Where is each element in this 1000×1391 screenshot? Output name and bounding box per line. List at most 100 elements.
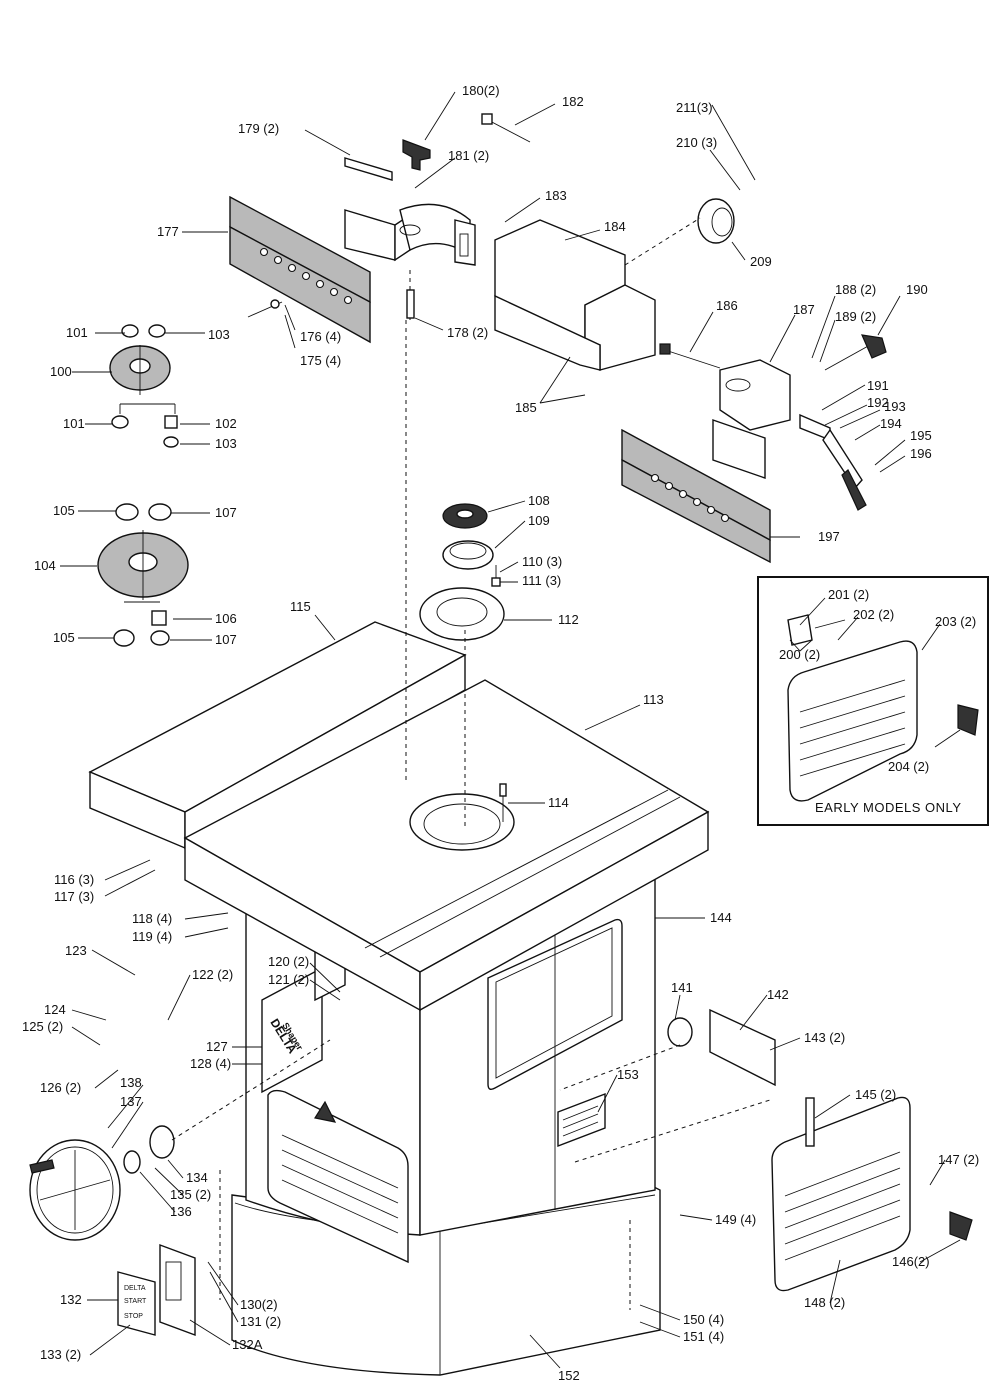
part-label: 107 xyxy=(215,632,237,647)
part-label: 209 xyxy=(750,254,772,269)
part-label: 136 xyxy=(170,1204,192,1219)
part-label: 184 xyxy=(604,219,626,234)
early-models-inset: EARLY MODELS ONLY xyxy=(757,576,989,826)
part-label: 132 xyxy=(60,1292,82,1307)
part-label: 103 xyxy=(215,436,237,451)
part-label: 195 xyxy=(910,428,932,443)
part-label: 150 (4) xyxy=(683,1312,724,1327)
part-label: 192 xyxy=(867,395,889,410)
side-door-louvers xyxy=(784,1151,901,1261)
part-label: 180(2) xyxy=(462,83,500,98)
part-label: 211(3) xyxy=(676,100,713,115)
part-label: 105 xyxy=(53,630,75,645)
part-label: 107 xyxy=(215,505,237,520)
switch-brand: DELTA xyxy=(124,1285,146,1292)
part-label: 122 (2) xyxy=(192,967,233,982)
part-label: 186 xyxy=(716,298,738,313)
side-panel-and-door xyxy=(667,1008,973,1292)
part-label: 181 (2) xyxy=(448,148,489,163)
part-label: 188 (2) xyxy=(835,282,876,297)
part-label: 138 xyxy=(120,1075,142,1090)
part-label: 126 (2) xyxy=(40,1080,81,1095)
part-label: 144 xyxy=(710,910,732,925)
part-label: 114 xyxy=(548,795,569,810)
collar-set-small xyxy=(109,324,179,448)
part-label: 145 (2) xyxy=(855,1087,896,1102)
part-label: 133 (2) xyxy=(40,1347,81,1362)
part-label: 103 xyxy=(208,327,230,342)
cabinet-base: DELTA Shaper xyxy=(231,858,661,1376)
left-fence-assembly xyxy=(229,113,531,344)
part-label: 194 xyxy=(880,416,902,431)
collar-set-large xyxy=(97,503,189,647)
part-label: 110 (3) xyxy=(522,554,562,569)
part-label: 115 xyxy=(290,599,311,614)
part-label: 202 (2) xyxy=(853,607,894,622)
part-label: 143 (2) xyxy=(804,1030,845,1045)
part-label: 204 (2) xyxy=(888,759,929,774)
part-label: 191 xyxy=(867,378,889,393)
part-label: 142 xyxy=(767,987,789,1002)
part-label: 100 xyxy=(50,364,72,379)
part-label: 153 xyxy=(617,1067,639,1082)
part-label: 131 (2) xyxy=(240,1314,281,1329)
part-label: 185 xyxy=(515,400,537,415)
part-label: 104 xyxy=(34,558,56,573)
part-label: 177 xyxy=(157,224,179,239)
handwheel-assembly xyxy=(29,1125,175,1241)
part-label: 141 xyxy=(671,980,693,995)
part-label: 137 xyxy=(120,1094,142,1109)
part-label: 108 xyxy=(528,493,550,508)
part-label: 149 (4) xyxy=(715,1212,756,1227)
part-label: 134 xyxy=(186,1170,208,1185)
part-label: 193 xyxy=(884,399,906,414)
part-label: 124 xyxy=(44,1002,66,1017)
part-label: 201 (2) xyxy=(828,587,869,602)
part-label: 132A xyxy=(232,1337,263,1352)
part-label: 175 (4) xyxy=(300,353,341,368)
part-label: 189 (2) xyxy=(835,309,876,324)
left-door-louvers xyxy=(281,1134,399,1234)
part-label: 120 (2) xyxy=(268,954,309,969)
part-label: 135 (2) xyxy=(170,1187,211,1202)
switch-start-label: START xyxy=(124,1298,147,1305)
part-label: 123 xyxy=(65,943,87,958)
part-label: 148 (2) xyxy=(804,1295,845,1310)
part-label: 112 xyxy=(558,612,579,627)
part-label: 121 (2) xyxy=(268,972,309,987)
part-label: 200 (2) xyxy=(779,647,820,662)
part-label: 105 xyxy=(53,503,75,518)
part-label: 152 xyxy=(558,1368,580,1383)
part-label: 210 (3) xyxy=(676,135,717,150)
part-label: 179 (2) xyxy=(238,121,279,136)
part-label: 190 xyxy=(906,282,928,297)
part-label: 118 (4) xyxy=(132,911,172,926)
part-labels: 180(2) 182 179 (2) 181 (2) 211(3) 210 (3… xyxy=(22,83,979,1383)
part-label: 183 xyxy=(545,188,567,203)
part-label: 101 xyxy=(66,325,88,340)
part-label: 196 xyxy=(910,446,932,461)
part-label: 109 xyxy=(528,513,550,528)
part-label: 197 xyxy=(818,529,840,544)
part-label: 176 (4) xyxy=(300,329,341,344)
part-label: 182 xyxy=(562,94,584,109)
part-label: 151 (4) xyxy=(683,1329,724,1344)
part-label: 116 (3) xyxy=(54,872,94,887)
part-label: 102 xyxy=(215,416,237,431)
guard-and-right-fence xyxy=(494,198,887,564)
spindle-ring-stack xyxy=(419,503,505,641)
part-label: 101 xyxy=(63,416,85,431)
part-label: 127 xyxy=(206,1039,228,1054)
part-label: 128 (4) xyxy=(190,1056,231,1071)
switch-stop-label: STOP xyxy=(124,1313,143,1320)
part-label: 117 (3) xyxy=(54,889,94,904)
part-label: 187 xyxy=(793,302,815,317)
part-label: 147 (2) xyxy=(938,1152,979,1167)
part-label: 113 xyxy=(643,692,664,707)
part-label: 178 (2) xyxy=(447,325,488,340)
shaper-table xyxy=(88,621,710,1012)
part-label: 125 (2) xyxy=(22,1019,63,1034)
alignment-lines xyxy=(171,320,771,1310)
